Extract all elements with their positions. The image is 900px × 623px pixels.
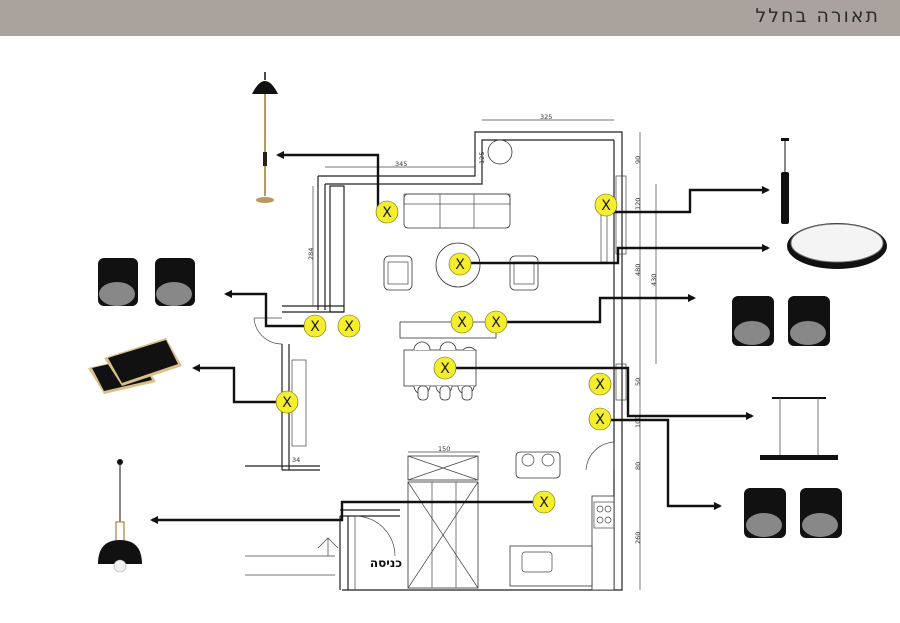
svg-text:X: X [282,395,292,411]
dim-right-bottom: 260 [634,532,642,544]
dim-kitchen-width: 150 [438,445,450,453]
arrow-pendant-cylinder [606,186,770,214]
dim-right-top: 90 [634,156,642,164]
dim-bottom-left: 34 [292,456,300,464]
svg-text:X: X [440,361,450,377]
arrow-spots-right-bottom [600,418,722,510]
dim-right-b: 480 [634,264,642,276]
svg-text:X: X [491,315,501,331]
light-markers: X X X X X X X X X X X X [275,193,618,514]
furniture [383,139,615,591]
light-marker: X [484,310,508,334]
arrow-spots-right-top [496,294,696,324]
arrow-spots-left [224,290,314,328]
wall-panel-lights-icon [88,338,182,394]
light-marker: X [337,314,361,338]
dim-mid-c: 80 [634,462,642,470]
arrow-dome-pendant [150,500,544,524]
arrow-linear-pendant [444,366,754,420]
pendant-cylinder-icon [781,138,789,224]
dim-top-width: 325 [540,113,552,121]
surface-spot-pair-icon [98,258,195,306]
round-ceiling-panel-icon [787,223,887,269]
svg-text:X: X [601,198,611,214]
light-marker: X [594,193,618,217]
dim-top-left: 345 [395,160,407,168]
svg-text:X: X [382,205,392,221]
page-header: תאורה בחלל [0,0,900,36]
light-marker: X [303,314,327,338]
light-marker: X [433,356,457,380]
light-marker: X [275,390,299,414]
light-marker: X [448,252,472,276]
connector-arrows [150,151,770,524]
page-title: תאורה בחלל [755,5,880,27]
dim-small-a: 125 [478,152,486,164]
dim-left-height: 284 [307,248,315,260]
linear-pendant-icon [760,397,838,460]
dim-mid-a: 50 [634,378,642,386]
arrow-floor-lamp [276,151,380,212]
arrow-ceiling-panel [460,244,770,265]
dim-mid-b: 100 [634,416,642,428]
svg-text:X: X [310,319,320,335]
svg-text:X: X [455,257,465,273]
entrance-label: כניסה [370,556,402,570]
light-marker: X [375,200,399,224]
svg-text:X: X [344,319,354,335]
arrow-wall-panels [192,364,286,404]
svg-text:X: X [595,377,605,393]
dome-pendant-icon [98,459,142,573]
svg-text:X: X [595,412,605,428]
dim-right-a: 120 [634,198,642,210]
light-marker: X [450,310,474,334]
dim-right-c: 430 [650,274,658,286]
surface-spot-pair-icon [744,488,842,538]
floor-lamp-icon [252,72,278,203]
svg-text:X: X [457,315,467,331]
light-marker: X [588,407,612,431]
light-marker: X [532,490,556,514]
light-marker: X [588,372,612,396]
surface-spot-pair-icon [732,296,830,346]
svg-text:X: X [539,495,549,511]
